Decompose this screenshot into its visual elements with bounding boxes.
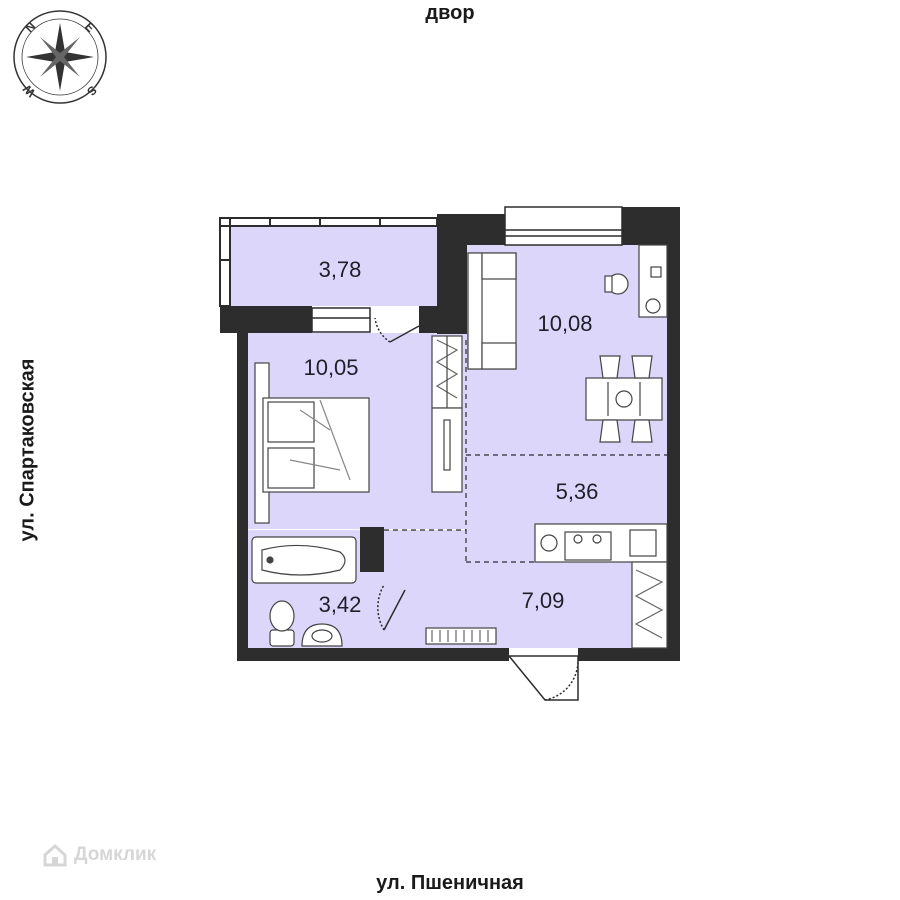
window-living — [504, 206, 623, 246]
dining-table-icon — [585, 355, 663, 443]
area-label-balcony: 3,78 — [319, 257, 362, 282]
house-logo-icon — [43, 843, 67, 867]
doors — [374, 317, 579, 701]
bathtub-icon — [251, 536, 357, 584]
furniture — [251, 244, 668, 649]
zone-separators — [384, 340, 667, 563]
windows — [311, 206, 623, 333]
street-label-bottom: ул. Пшеничная — [376, 872, 524, 894]
sink-icon — [301, 623, 343, 647]
bed-icon — [254, 362, 370, 524]
street-label-top: двор — [425, 2, 475, 24]
watermark-text: Домклик — [74, 844, 157, 865]
sofa-icon — [467, 252, 517, 370]
area-label-kitchen: 5,36 — [556, 479, 599, 504]
room-hallway — [382, 530, 667, 648]
walls — [220, 207, 680, 661]
compass-rose-icon: N E S W — [13, 10, 107, 104]
area-label-bathroom: 3,42 — [319, 592, 362, 617]
compass-letter-e: E — [82, 19, 98, 35]
radiator-icon — [425, 627, 497, 645]
compass-letter-n: N — [22, 19, 38, 35]
desk-icon — [604, 244, 668, 318]
balcony-railing — [219, 217, 438, 307]
watermark: Домклик — [42, 843, 156, 867]
toilet-icon — [269, 600, 295, 647]
wardrobe-icon — [431, 335, 463, 409]
window-balcony-door — [311, 307, 371, 333]
kitchen-counter-icon — [534, 523, 668, 563]
area-label-bedroom: 10,05 — [303, 355, 358, 380]
room-balcony — [230, 225, 437, 306]
area-labels: 3,78 10,05 10,08 5,36 3,42 7,09 — [303, 257, 598, 617]
tv-unit-icon — [431, 407, 463, 493]
area-label-hallway: 7,09 — [522, 588, 565, 613]
hallway-wardrobe-icon — [631, 561, 668, 649]
compass-letter-s: S — [84, 83, 100, 99]
area-label-living: 10,08 — [537, 311, 592, 336]
